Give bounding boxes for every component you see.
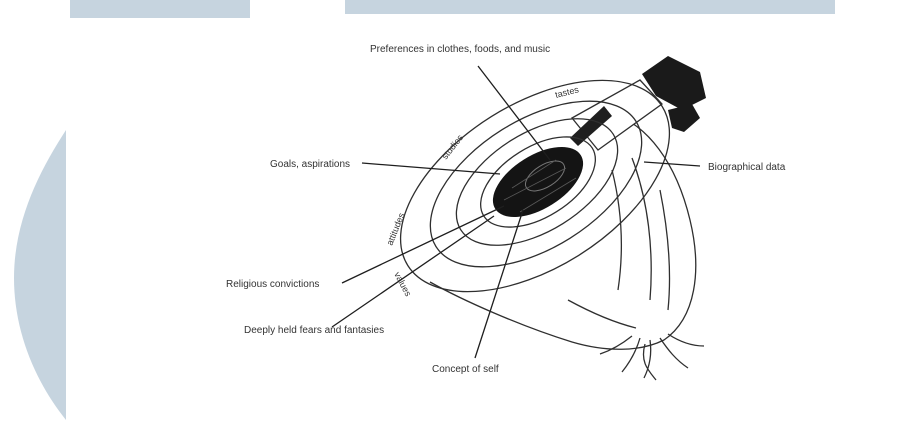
leader-fantasies [332, 216, 494, 327]
leader-goals [362, 163, 500, 174]
watermark-background [14, 0, 835, 420]
leader-preferences [478, 66, 550, 160]
stalk-cut-side [668, 104, 700, 132]
leader-biographical [644, 162, 700, 166]
onion-skin-line-4 [568, 300, 636, 328]
onion-roots [600, 334, 704, 380]
watermark-bar-right [345, 0, 835, 14]
core-self [482, 133, 594, 230]
ring-label-studies: studies [440, 132, 466, 161]
onion-skin-line-1 [632, 158, 651, 300]
watermark-bar-left [70, 0, 250, 18]
label-self-concept: Concept of self [432, 364, 499, 375]
label-fantasies: Deeply held fears and fantasies [244, 325, 384, 336]
ring-label-attitudes: attitudes [385, 211, 407, 247]
label-biographical: Biographical data [708, 162, 786, 173]
onion-stalk [570, 56, 706, 150]
onion-outer-skin [430, 110, 696, 349]
label-preferences: Preferences in clothes, foods, and music [370, 44, 550, 55]
label-religious: Religious convictions [226, 279, 319, 290]
watermark-arc [14, 130, 66, 420]
onion-skin-line-2 [660, 190, 670, 310]
label-goals: Goals, aspirations [270, 159, 350, 170]
leader-religious [342, 206, 504, 283]
